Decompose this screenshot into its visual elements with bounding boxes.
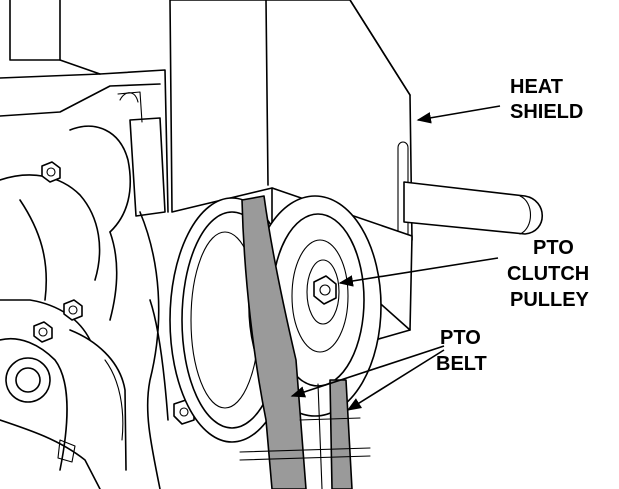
bolt-icon	[5, 357, 51, 403]
pto-clutch-pulley-label-line-1: PTO	[533, 237, 574, 259]
bolt-icon	[63, 299, 83, 321]
pto-belt-label: PTO BELT	[436, 327, 487, 375]
pto-belt-label-line-1: PTO	[440, 327, 481, 349]
pto-belt-leader-left	[290, 345, 445, 398]
heat-shield-label-line-1: HEAT	[510, 76, 563, 98]
pto-clutch-pulley-label: PTO CLUTCH PULLEY	[507, 237, 590, 311]
pto-clutch-pulley-label-line-2: CLUTCH	[507, 263, 589, 285]
bolt-icon	[33, 321, 53, 343]
heat-shield-leader	[416, 105, 501, 124]
pto-belt-leader-right	[346, 349, 445, 411]
frame-rail	[239, 417, 371, 461]
bolt-icon	[41, 161, 61, 183]
pto-belt-label-line-2: BELT	[436, 353, 487, 375]
pto-clutch-pulley-leader	[338, 257, 499, 287]
hub-bolt-icon	[313, 275, 337, 305]
engine-block	[0, 0, 251, 489]
heat-shield-label-line-2: SHIELD	[510, 101, 583, 123]
pto-clutch-pulley-label-line-3: PULLEY	[510, 289, 590, 311]
heat-shield-label: HEAT SHIELD	[510, 76, 583, 123]
support-rod	[403, 181, 543, 235]
